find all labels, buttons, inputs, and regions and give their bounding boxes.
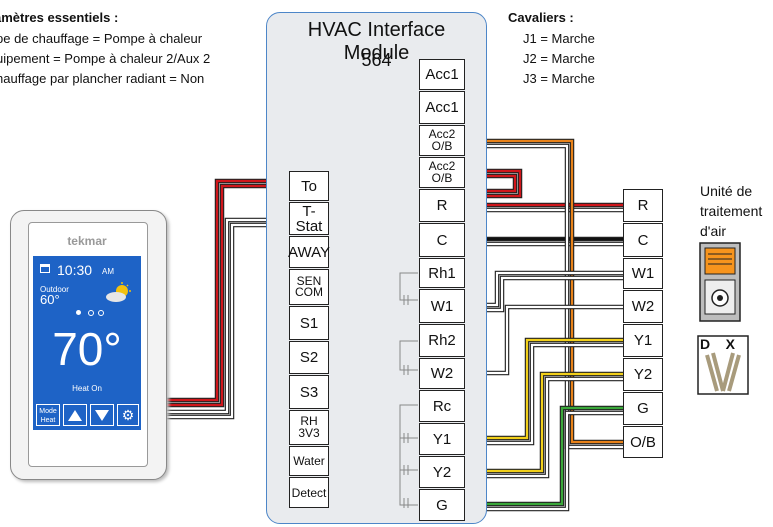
wire-g (465, 405, 623, 507)
thermostat-outdoor-temp: 60° (40, 292, 60, 307)
terminal-rh1: Rh1 (419, 258, 465, 288)
calendar-icon (40, 264, 50, 273)
wire-thermostat-tstat (165, 217, 289, 415)
air-handler-icon (699, 242, 741, 322)
partly-sunny-icon (106, 282, 131, 302)
jumper-j3: J3 = Marche (523, 71, 595, 86)
thermostat-ampm: AM (102, 267, 114, 276)
ahu-terminal-r: R (623, 189, 663, 222)
dx-label: D X (700, 336, 736, 352)
terminal-acc2-ob-a: Acc2 O/B (419, 125, 465, 156)
wire-y1 (465, 337, 623, 441)
terminal-acc2-ob-b: Acc2 O/B (419, 157, 465, 188)
terminal-rh-3v3: RH 3V3 (289, 410, 329, 445)
terminal-acc1-a: Acc1 (419, 59, 465, 90)
terminal-detect: Detect (289, 477, 329, 508)
page-dot (88, 310, 94, 316)
jumpers-title: Cavaliers : (508, 10, 574, 25)
thermostat-time: 10:30 (57, 262, 93, 278)
terminal-rh2: Rh2 (419, 324, 465, 357)
module-title: HVAC Interface Module (307, 19, 446, 64)
jumper-j2: J2 = Marche (523, 51, 595, 66)
ahu-terminal-y1: Y1 (623, 324, 663, 357)
wire-thermostat-tstat-2 (165, 222, 289, 420)
thermostat-screen (33, 256, 141, 430)
gear-icon: ⚙ (121, 407, 135, 423)
ahu-terminal-ob: O/B (623, 426, 663, 458)
wire-y2-2 (465, 376, 623, 479)
air-handler-label-line-2: traitement (700, 203, 763, 219)
terminal-s3: S3 (289, 375, 329, 409)
wire-g-2 (465, 410, 623, 512)
jumper-j1: J1 = Marche (523, 31, 595, 46)
page-dot (98, 310, 104, 316)
up-button[interactable] (63, 404, 87, 426)
terminal-w1: W1 (419, 289, 465, 323)
params-line-3: hauffage par plancher radiant = Non (0, 71, 205, 86)
ahu-terminal-w1: W1 (623, 258, 663, 289)
wire-y1-2 (465, 342, 623, 446)
wire-ob-2 (465, 143, 623, 450)
settings-button[interactable]: ⚙ (117, 404, 139, 426)
arrow-down-icon (95, 410, 109, 421)
terminal-s1: S1 (289, 306, 329, 340)
page-dot-active (76, 310, 81, 315)
terminal-g: G (419, 489, 465, 521)
down-button[interactable] (90, 404, 114, 426)
terminal-r: R (419, 189, 465, 222)
terminal-y2: Y2 (419, 456, 465, 488)
ahu-terminal-c: C (623, 223, 663, 257)
arrow-up-icon (68, 410, 82, 421)
terminal-acc1-b: Acc1 (419, 91, 465, 124)
wire-thermostat-to-red (165, 183, 289, 408)
terminal-tstat: T-Stat (289, 202, 329, 235)
thermostat-brand: tekmar (67, 234, 107, 248)
terminal-water: Water (289, 446, 329, 476)
wire-acc2-loop-2 (465, 173, 518, 194)
terminal-s2: S2 (289, 341, 329, 374)
terminal-c: C (419, 223, 465, 257)
terminal-w2: W2 (419, 358, 465, 389)
air-handler-label-line-1: Unité de (700, 183, 753, 199)
thermostat-setpoint: 70° (52, 323, 122, 375)
wire-ob (465, 138, 623, 445)
thermostat-status: Heat On (72, 384, 102, 393)
dx-coil-icon (697, 335, 749, 395)
ahu-terminal-w2: W2 (623, 290, 663, 323)
module-model: 564 (361, 50, 392, 70)
air-handler-label-line-3: d'air (700, 223, 727, 239)
air-handler-label: Unité de traitement d'air (700, 181, 762, 241)
ahu-terminal-y2: Y2 (623, 358, 663, 391)
params-line-2: uipement = Pompe à chaleur 2/Aux 2 (0, 51, 211, 66)
params-line-1: pe de chauffage = Pompe à chaleur (0, 31, 203, 46)
thermostat-outdoor-label: Outdoor (40, 285, 69, 294)
mode-button[interactable]: Mode Heat (36, 404, 60, 426)
terminal-sen-com: SEN COM (289, 269, 329, 305)
terminal-y1: Y1 (419, 423, 465, 455)
wire-y2 (465, 371, 623, 474)
terminal-away: AWAY (288, 236, 330, 268)
terminal-rc: Rc (419, 390, 465, 422)
wire-thermostat-to-red-2 (165, 178, 289, 403)
terminal-to: To (289, 171, 329, 201)
wire-acc2-loop (465, 168, 523, 199)
params-title: amètres essentiels : (0, 10, 119, 25)
ahu-terminal-g: G (623, 392, 663, 425)
